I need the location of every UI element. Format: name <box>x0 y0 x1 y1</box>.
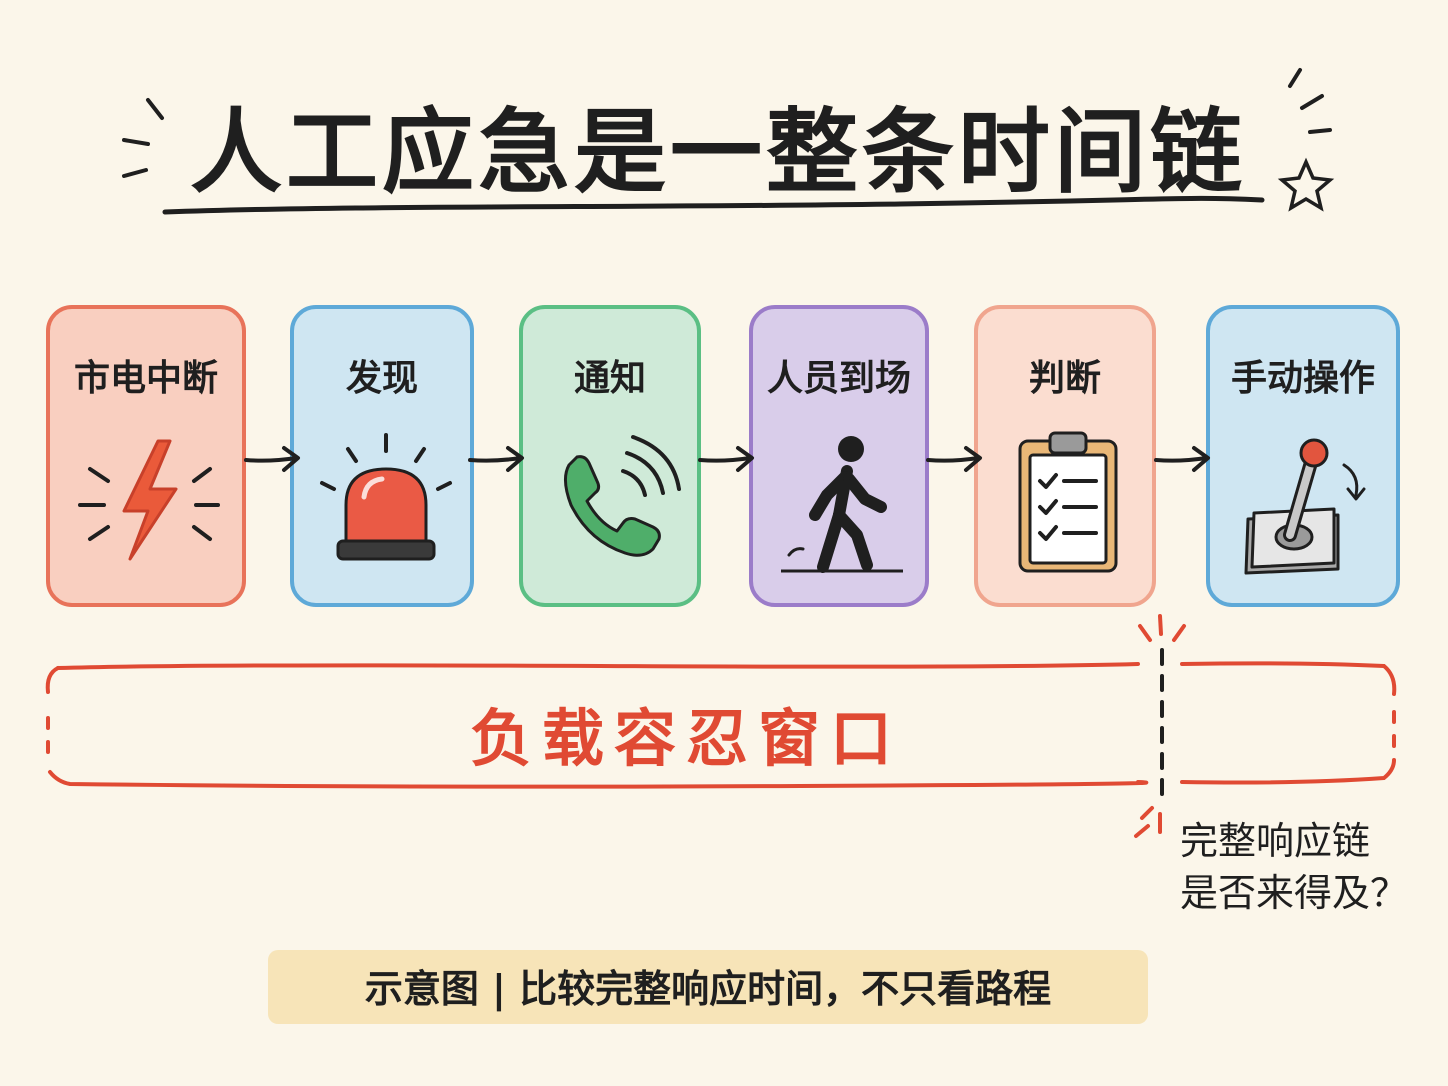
caption: 示意图 | 比较完整响应时间，不只看路程 <box>364 967 1052 1011</box>
question-line: 完整响应链 <box>1180 819 1371 863</box>
sparkle-mark <box>122 168 148 178</box>
step-card-judge: 判断 <box>974 305 1156 607</box>
clipboard-checklist-icon <box>1018 431 1118 573</box>
tolerance-window-label: 负载容忍窗口 <box>470 702 903 775</box>
title-underline <box>162 195 1265 215</box>
sparkle-mark <box>1300 94 1324 110</box>
sparkle-mark <box>1308 128 1332 134</box>
lightning-bolt-icon <box>78 439 220 561</box>
star-icon <box>1277 157 1335 212</box>
caption-highlight <box>268 950 1148 1024</box>
flow-arrow-icon <box>926 446 982 472</box>
step-card-notify: 通知 <box>519 305 701 607</box>
lever-switch-icon <box>1244 438 1366 575</box>
step-label: 判断 <box>1028 358 1101 399</box>
flow-arrow-icon <box>1154 446 1210 472</box>
step-label: 市电中断 <box>73 358 218 399</box>
step-label: 人员到场 <box>766 358 911 399</box>
step-label: 通知 <box>573 358 646 399</box>
step-label: 发现 <box>345 358 418 399</box>
question-line: 是否来得及？ <box>1180 871 1409 915</box>
sparkle-mark <box>1288 68 1302 88</box>
step-card-detect: 发现 <box>290 305 474 607</box>
flow-arrow-icon <box>698 446 754 472</box>
flow-arrow-icon <box>244 446 300 472</box>
walking-person-icon <box>781 436 903 573</box>
flow-arrow-icon <box>468 446 524 472</box>
response-chain-question: 完整响应链 是否来得及？ <box>1180 815 1440 919</box>
step-card-power-outage: 市电中断 <box>46 305 246 607</box>
step-label: 手动操作 <box>1230 358 1375 399</box>
alarm-siren-icon <box>320 433 452 561</box>
sparkle-mark <box>146 98 164 120</box>
step-card-manual-operation: 手动操作 <box>1206 305 1400 607</box>
phone-icon <box>564 435 681 557</box>
page-title: 人工应急是一整条时间链 <box>190 99 1247 206</box>
sparkle-mark <box>122 138 150 146</box>
